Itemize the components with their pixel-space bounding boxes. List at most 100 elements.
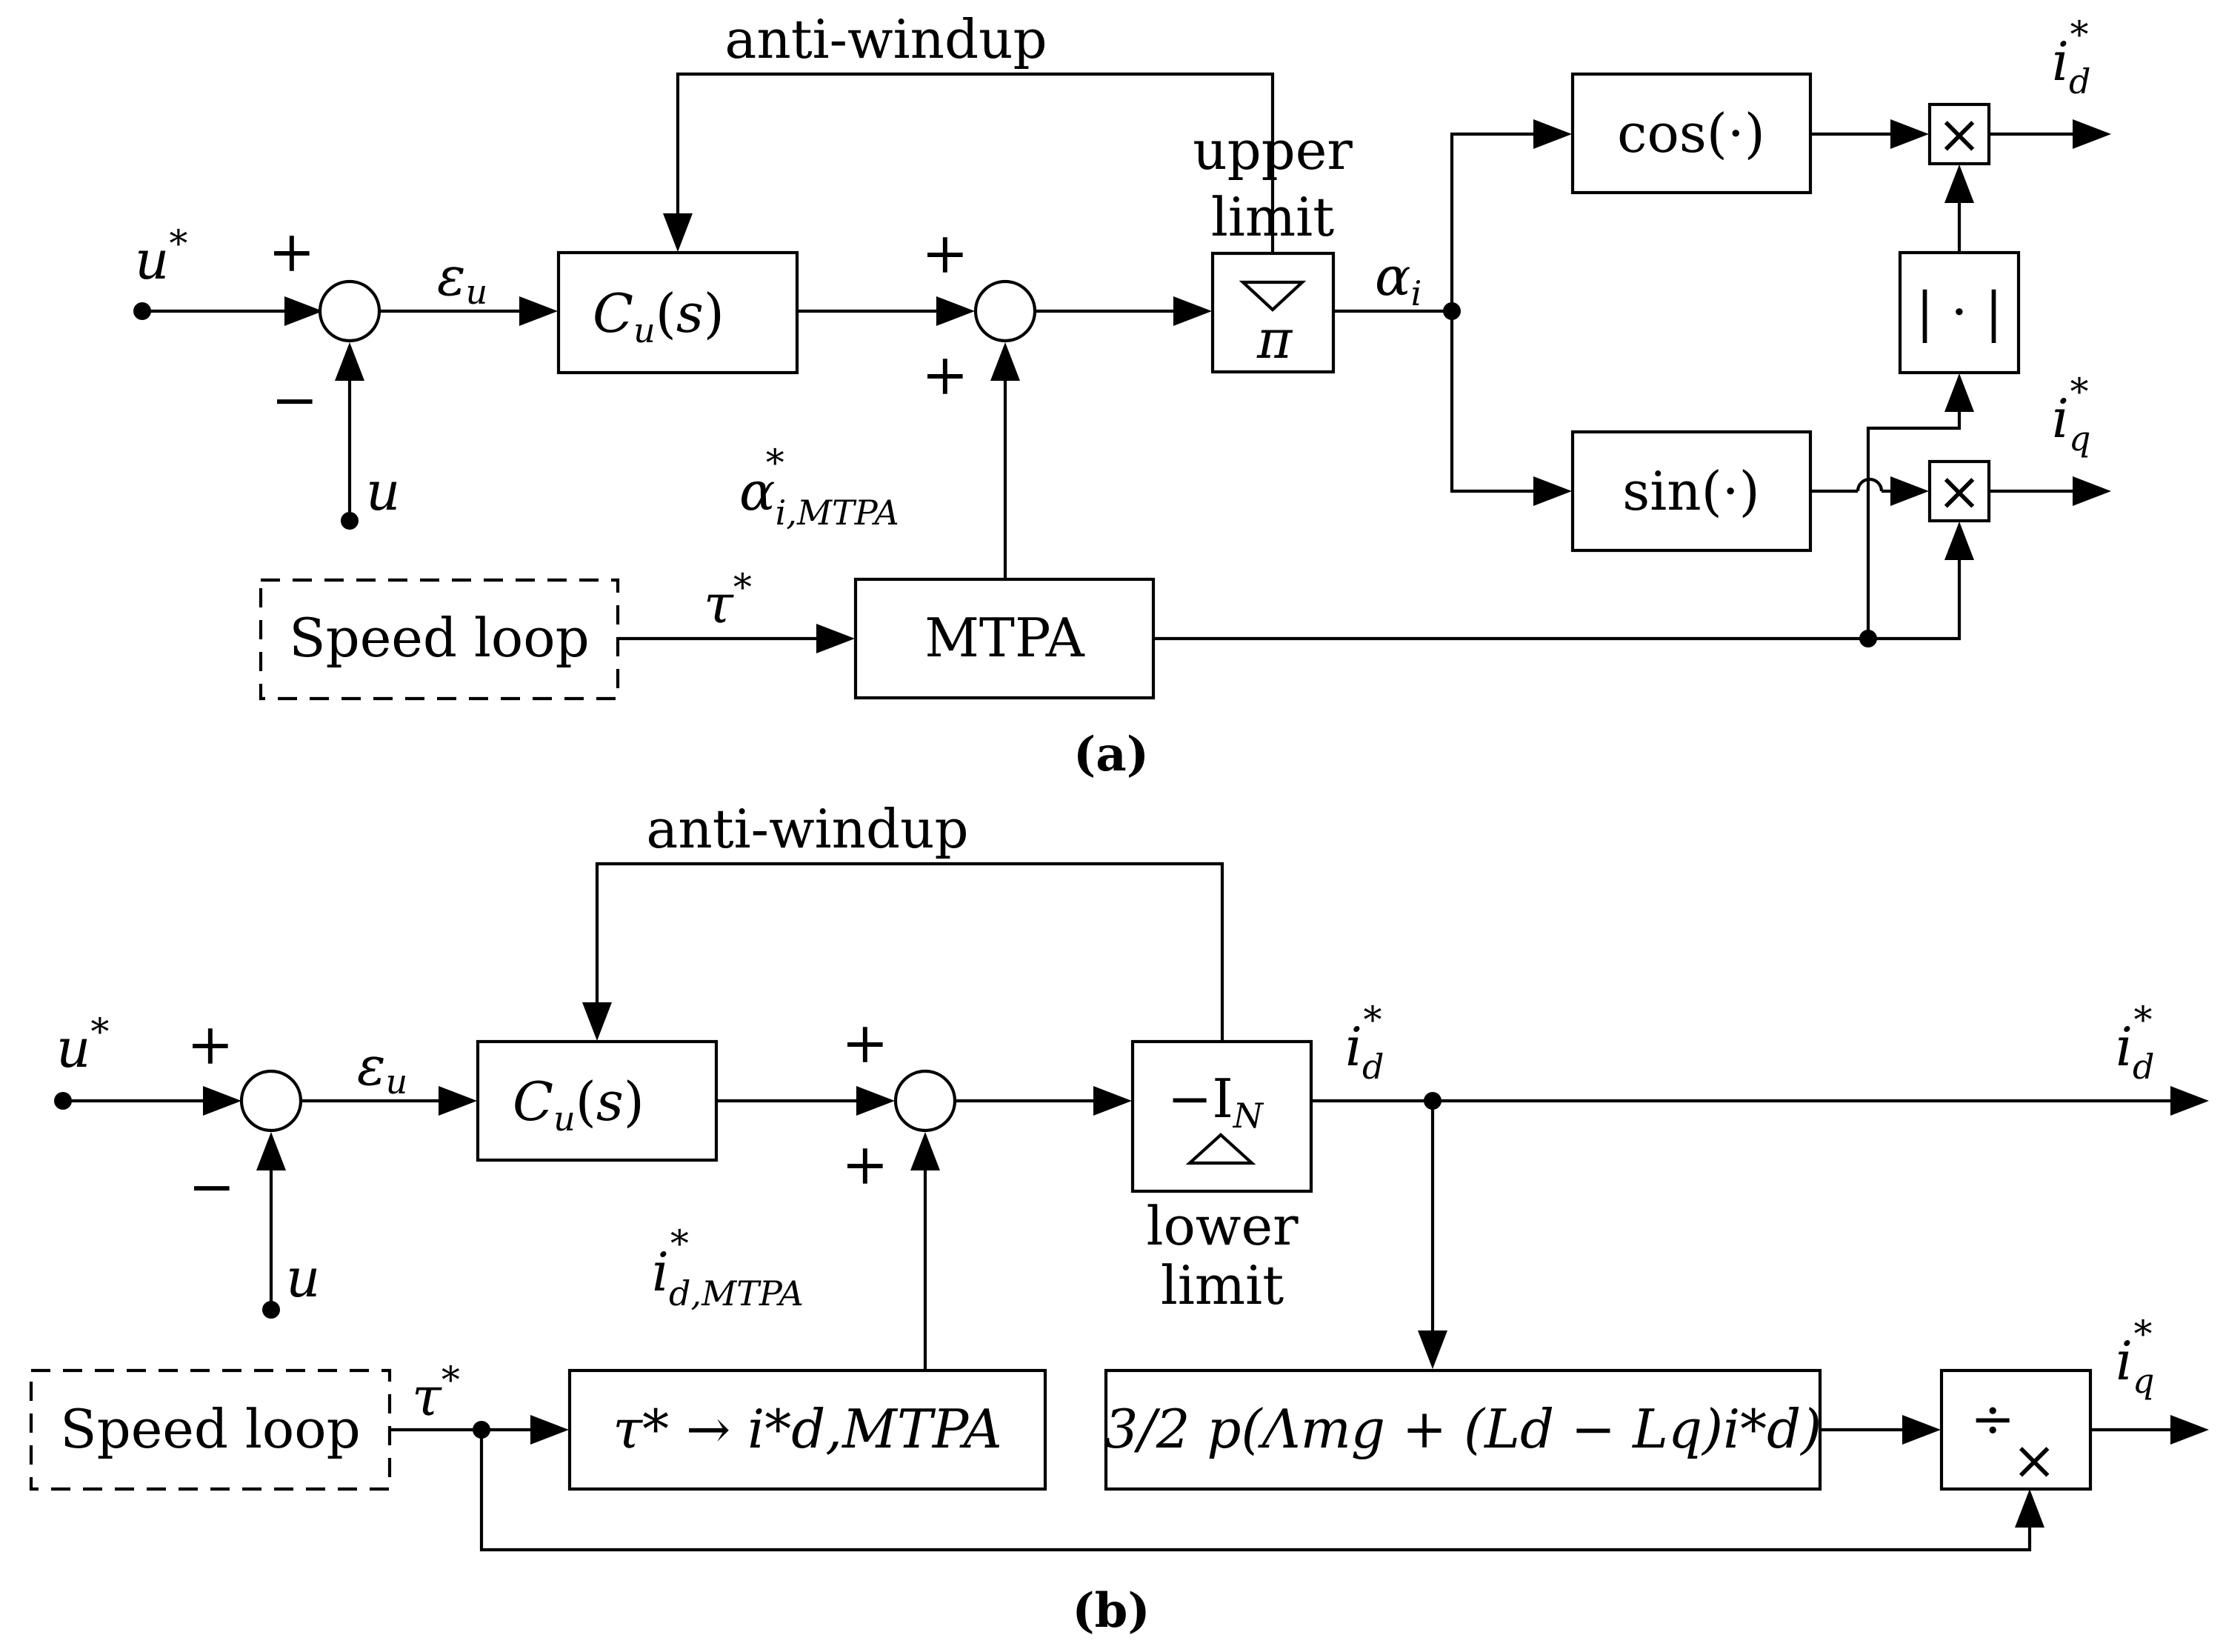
summing-junction-a2 — [973, 279, 1037, 343]
arrowhead — [1890, 476, 1929, 506]
arrowhead — [1418, 1330, 1447, 1369]
minus-sign-b1: − — [188, 1153, 236, 1219]
arrowhead — [1890, 119, 1929, 149]
arrowhead — [1533, 476, 1572, 506]
plus-sign-a1: + — [268, 219, 316, 284]
input-label-a: u* — [135, 222, 187, 291]
arrowhead — [936, 296, 975, 326]
arrowhead — [990, 342, 1020, 381]
arrowhead — [663, 213, 693, 252]
summing-junction-b1 — [239, 1069, 303, 1133]
arrowhead — [2015, 1489, 2044, 1528]
speed-loop-block-b — [29, 1368, 392, 1491]
controller-block-b — [476, 1039, 719, 1162]
arrowhead — [256, 1132, 286, 1170]
arrowhead — [856, 1086, 895, 1116]
caption-a: (a) — [1073, 727, 1149, 782]
cos-label-a: cos(·) — [1617, 102, 1765, 164]
controller-label-a: Cu(s) — [593, 282, 724, 350]
limiter-label-b-line1: lower — [1146, 1195, 1299, 1257]
multiplier-d-symbol-a: × — [1937, 103, 1982, 165]
sin-label-a: sin(·) — [1622, 460, 1759, 522]
input-label-b: u* — [56, 1010, 109, 1079]
arrowhead — [439, 1086, 477, 1116]
wire-a-to-sin — [1450, 311, 1536, 493]
lower-limit-block-b — [1130, 1039, 1313, 1193]
cos-block-a — [1570, 72, 1813, 195]
arrowhead — [1944, 373, 1974, 412]
panel-b: u* + − u εu Cu(s) + + id,MTPA* −IN lower… — [29, 798, 2209, 1639]
arrowhead — [284, 296, 323, 326]
alpha-label-a: αi — [1375, 245, 1422, 313]
limiter-symbol-a: π — [1256, 308, 1293, 370]
lower-limit-triangle-icon — [1185, 1133, 1256, 1165]
wire-a-to-mult-q — [1868, 560, 1962, 641]
plus-sign-b1: + — [187, 1011, 234, 1077]
arrowhead — [1093, 1086, 1132, 1116]
arrowhead — [816, 624, 855, 653]
speed-loop-label-b: Speed loop — [60, 1398, 360, 1460]
error-label-a: εu — [437, 245, 487, 312]
mtpa-block-b — [567, 1368, 1047, 1491]
anti-windup-label-a: anti-windup — [724, 8, 1047, 70]
speed-loop-block-a — [259, 578, 620, 701]
measured-label-b: u — [286, 1247, 320, 1309]
output-d-label-b: id* — [2116, 999, 2154, 1087]
anti-windup-wire-a — [676, 72, 1275, 253]
anti-windup-wire-b — [595, 862, 1224, 1042]
controller-block-a — [556, 250, 799, 375]
multiply-symbol-b: × — [2012, 1429, 2056, 1491]
torque-constant-label-b: 3/2 p(Λmg + (Ld − Lq)i*d) — [1104, 1398, 1822, 1460]
arrowhead — [2170, 1086, 2209, 1116]
limiter-label-b-line2: limit — [1161, 1254, 1284, 1316]
minus-sign-a1: − — [271, 367, 319, 433]
wire-a-to-abs — [1866, 412, 1962, 639]
plus-sign-a3: + — [921, 342, 969, 407]
arrowhead — [203, 1086, 241, 1116]
wire-a-to-cos — [1450, 132, 1536, 311]
summing-junction-a1 — [318, 279, 381, 343]
mtpa-ref-label-a: αi,MTPA* — [739, 442, 899, 533]
arrowhead — [2170, 1415, 2209, 1445]
output-q-label-b: iq* — [2116, 1313, 2154, 1401]
arrowhead — [2073, 119, 2111, 149]
torque-label-b: τ* — [412, 1359, 460, 1428]
panel-a: u* + − u εu Cu(s) + + αi,MTPA* π — [133, 8, 2111, 782]
divide-symbol-b: ÷ — [1970, 1388, 2015, 1450]
summing-junction-b2 — [893, 1069, 957, 1133]
arrowhead — [519, 296, 558, 326]
abs-label-a: | · | — [1916, 281, 2002, 343]
mtpa-block-a — [853, 577, 1156, 700]
upper-limit-triangle-icon — [1239, 280, 1307, 312]
plus-sign-a2: + — [921, 220, 969, 286]
error-label-b: εu — [357, 1035, 407, 1102]
plus-sign-b3: + — [841, 1131, 889, 1197]
arrowhead — [2073, 476, 2111, 506]
plus-sign-b2: + — [841, 1010, 889, 1076]
measured-label-a: u — [366, 460, 400, 522]
output-q-label-a: iq* — [2052, 370, 2090, 459]
divider-block-b — [1939, 1368, 2093, 1491]
arrowhead — [1944, 164, 1974, 203]
arrowhead — [1944, 522, 1974, 560]
speed-loop-label-a: Speed loop — [289, 607, 589, 669]
caption-b: (b) — [1072, 1583, 1150, 1639]
mtpa-ref-label-b: id,MTPA* — [652, 1222, 804, 1313]
arrowhead — [335, 342, 364, 381]
arrowhead — [910, 1132, 940, 1170]
id-label-b: id* — [1345, 999, 1384, 1087]
multiplier-q-symbol-a: × — [1937, 460, 1982, 522]
arrowhead — [1902, 1415, 1941, 1445]
mtpa-label-b: τ* → i*d,MTPA — [613, 1398, 1002, 1460]
torque-label-a: τ* — [704, 566, 752, 635]
multiplier-q-a — [1927, 459, 1991, 523]
abs-block-a — [1898, 250, 2021, 375]
mtpa-label-a: MTPA — [924, 607, 1085, 669]
wire-b-torque-to-div — [479, 1430, 2032, 1552]
limiter-value-b: −IN — [1167, 1068, 1264, 1136]
arrowhead — [1533, 119, 1572, 149]
output-d-label-a: id* — [2052, 13, 2090, 101]
arrowhead — [582, 1002, 612, 1041]
anti-windup-label-b: anti-windup — [646, 798, 968, 860]
